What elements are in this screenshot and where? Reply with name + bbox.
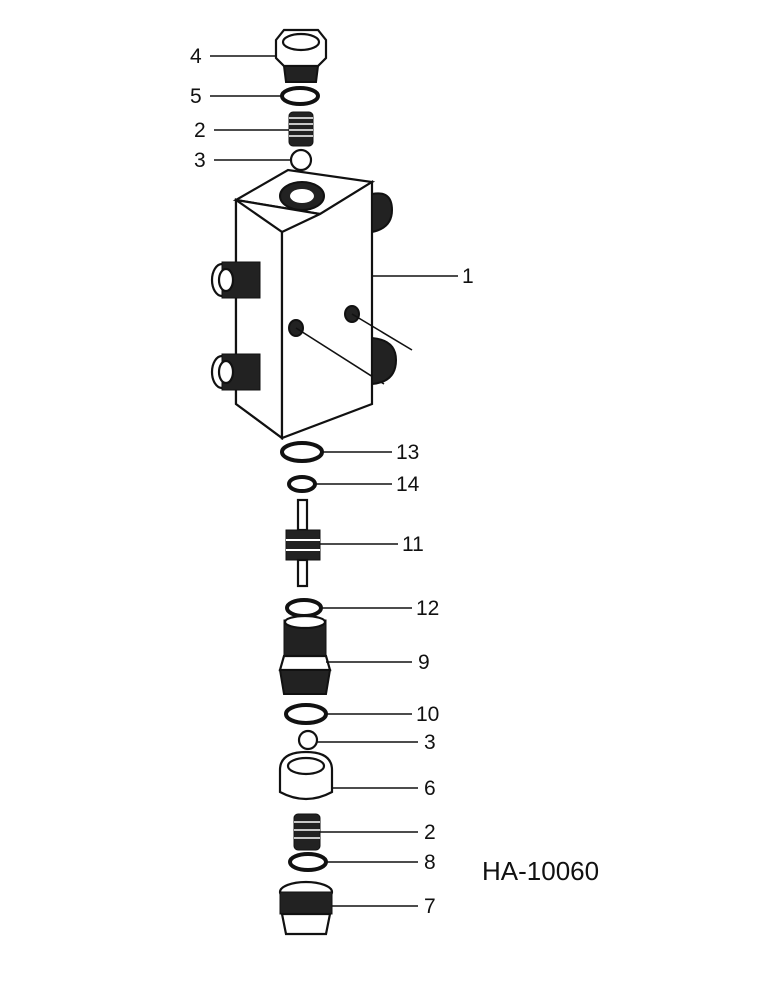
callout-label: 8 [424, 851, 436, 874]
spring-top [288, 111, 314, 147]
o-ring-12 [285, 598, 323, 618]
callout-label: 3 [194, 149, 206, 172]
valve-body [210, 168, 413, 441]
callout-label: 3 [424, 731, 436, 754]
plug-cap-top [274, 28, 328, 83]
callout-label: 6 [424, 777, 436, 800]
callout-label: 14 [396, 473, 420, 496]
callout-label: 11 [402, 533, 424, 556]
o-ring-5 [280, 86, 320, 106]
spring-lower [293, 813, 321, 851]
callout-label: 1 [462, 265, 474, 288]
callout-label: 7 [424, 895, 436, 918]
callout-label: 4 [190, 45, 202, 68]
valve-seat [278, 750, 334, 801]
o-ring-10 [284, 703, 328, 725]
callout-label: 2 [424, 821, 436, 844]
callout-label: 12 [416, 597, 439, 620]
drawing-number: HA-10060 [482, 856, 599, 886]
valve-sleeve [278, 614, 332, 695]
plug-bottom [278, 880, 334, 936]
callout-label: 10 [416, 703, 439, 726]
ball-lower [297, 729, 319, 751]
o-ring-8 [288, 852, 328, 872]
ball-top [289, 148, 313, 172]
o-ring-13 [280, 441, 324, 463]
callout-label: 5 [190, 85, 202, 108]
callout-group: 4 5 2 3 1 13 14 11 12 9 10 3 6 2 8 7 [190, 45, 474, 918]
callout-label: 2 [194, 119, 206, 142]
spool [285, 498, 321, 588]
callout-label: 9 [418, 651, 430, 674]
o-ring-14 [287, 475, 317, 493]
callout-label: 13 [396, 441, 419, 464]
